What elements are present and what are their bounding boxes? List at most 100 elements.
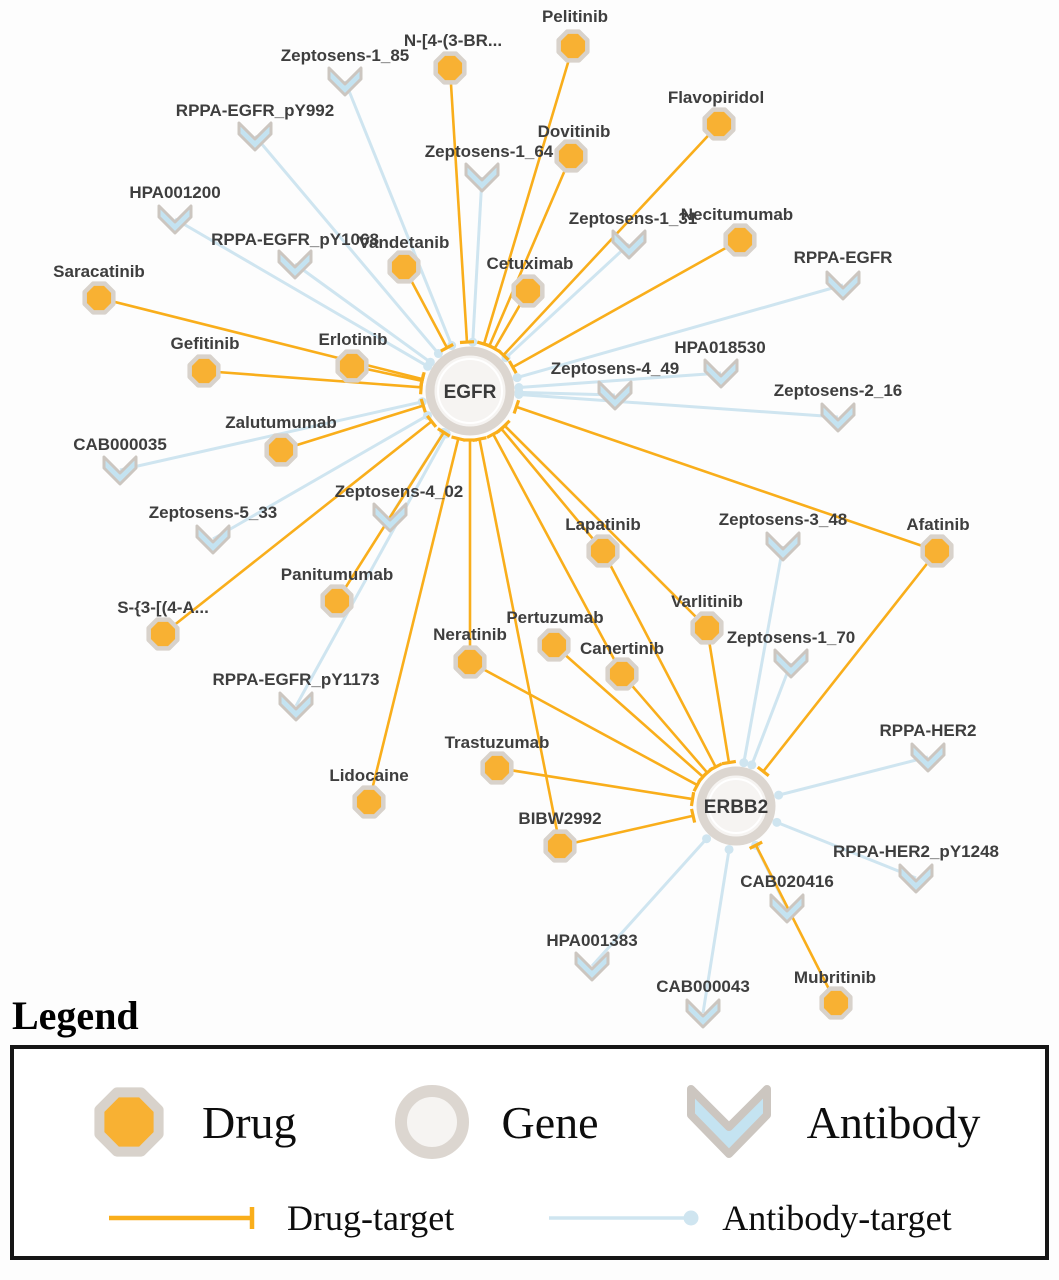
antibody-node-zeptosens_4_49[interactable] xyxy=(597,380,633,411)
node-label-rppa_egfr_py1173: RPPA-EGFR_pY1173 xyxy=(213,670,380,689)
drug-node-gefitinib[interactable] xyxy=(187,354,221,388)
drug-node-lidocaine[interactable] xyxy=(352,785,386,819)
node-label-mubritinib: Mubritinib xyxy=(794,968,876,987)
legend-drug-edge-label: Drug-target xyxy=(287,1198,455,1238)
drug-node-mubritinib[interactable] xyxy=(819,986,853,1020)
antibody-node-hpa018530[interactable] xyxy=(703,358,739,389)
drug-icon xyxy=(84,1077,174,1167)
drug-target-edge-dovitinib xyxy=(482,155,573,351)
antibody-icon xyxy=(679,1080,779,1164)
antibody-target-edge-rppa_egfr xyxy=(512,283,844,383)
node-label-rppa_her2: RPPA-HER2 xyxy=(880,721,977,740)
drug-node-varlitinib[interactable] xyxy=(690,611,724,645)
legend-title: Legend xyxy=(12,993,139,1038)
antibody-node-rppa_egfr_py1173[interactable] xyxy=(278,691,314,722)
drug-target-edge-afatinib xyxy=(756,550,939,778)
legend-drug-label: Drug xyxy=(202,1096,297,1148)
legend-gene-label: Gene xyxy=(501,1096,599,1148)
drug-node-vandetanib[interactable] xyxy=(387,250,421,284)
node-label-zeptosens_1_85: Zeptosens-1_85 xyxy=(281,46,410,65)
antibody-node-rppa_her2_py1248[interactable] xyxy=(898,863,934,894)
gene-node-erbb2[interactable] xyxy=(696,766,776,846)
antibody-node-zeptosens_3_48[interactable] xyxy=(765,531,801,562)
node-label-zalutumumab: Zalutumumab xyxy=(225,413,336,432)
gene-node-egfr[interactable] xyxy=(425,346,515,436)
antibody-node-rppa_her2[interactable] xyxy=(910,742,946,773)
drug-node-neratinib[interactable] xyxy=(453,645,487,679)
node-label-zeptosens_3_48: Zeptosens-3_48 xyxy=(719,510,848,529)
drug-target-edge-canertinib xyxy=(621,673,714,779)
drug-node-zalutumumab[interactable] xyxy=(264,433,298,467)
legend-box: Drug Gene Antibody Drug-target xyxy=(10,1045,1049,1260)
drug-node-pelitinib[interactable] xyxy=(556,29,590,63)
drug-node-canertinib[interactable] xyxy=(605,657,639,691)
edges-layer xyxy=(98,45,939,1014)
drug-node-panitumumab[interactable] xyxy=(320,584,354,618)
node-label-afatinib: Afatinib xyxy=(906,515,969,534)
drug-target-edge-bibw2992 xyxy=(472,436,562,847)
node-label-cab000043: CAB000043 xyxy=(656,977,750,996)
antibody-target-edge-rppa_egfr_py992 xyxy=(253,135,443,359)
antibody-node-zeptosens_1_85[interactable] xyxy=(327,66,363,97)
antibody-node-cab020416[interactable] xyxy=(769,893,805,924)
antibody-node-hpa001383[interactable] xyxy=(574,951,610,982)
antibody-node-hpa001200[interactable] xyxy=(157,204,193,235)
antibody-node-cab000043[interactable] xyxy=(685,998,721,1029)
drug-target-edge-afatinib xyxy=(512,399,938,553)
antibody-node-zeptosens_4_02[interactable] xyxy=(372,502,408,533)
node-label-hpa018530: HPA018530 xyxy=(674,338,765,357)
drug-node-trastuzumab[interactable] xyxy=(480,751,514,785)
antibody-target-edge-rppa_her2 xyxy=(774,755,929,800)
drug-node-saracatinib[interactable] xyxy=(82,281,116,315)
drug-node-n4_3br[interactable] xyxy=(433,51,467,85)
drug-target-edge-canertinib xyxy=(486,429,624,675)
node-label-erlotinib: Erlotinib xyxy=(319,330,388,349)
drug-node-erlotinib[interactable] xyxy=(335,349,369,383)
drug-node-necitumumab[interactable] xyxy=(723,223,757,257)
node-label-rppa_egfr: RPPA-EGFR xyxy=(794,248,893,267)
node-label-trastuzumab: Trastuzumab xyxy=(445,733,550,752)
antibody-target-edge-rppa_her2_py1248 xyxy=(772,817,917,880)
node-label-s3_4a: S-{3-[(4-A... xyxy=(117,598,209,617)
node-label-hpa001383: HPA001383 xyxy=(546,931,637,950)
antibody-target-edge-cab000043 xyxy=(701,844,734,1014)
drug-node-dovitinib[interactable] xyxy=(554,139,588,173)
node-label-pertuzumab: Pertuzumab xyxy=(506,608,603,627)
antibody-target-edge-zeptosens_1_70 xyxy=(747,662,793,770)
drug-node-flavopiridol[interactable] xyxy=(702,107,736,141)
antibody-node-cab000035[interactable] xyxy=(102,455,138,486)
antibody-node-rppa_egfr_py992[interactable] xyxy=(237,121,273,152)
node-label-cetuximab: Cetuximab xyxy=(487,254,574,273)
node-label-necitumumab: Necitumumab xyxy=(681,205,793,224)
antibody-node-zeptosens_2_16[interactable] xyxy=(820,402,856,433)
node-label-zeptosens_1_70: Zeptosens-1_70 xyxy=(727,628,856,647)
node-label-zeptosens_2_16: Zeptosens-2_16 xyxy=(774,381,903,400)
drug-target-edge-pertuzumab xyxy=(553,644,709,784)
antibody-node-zeptosens_1_31[interactable] xyxy=(611,229,647,260)
drug-node-cetuximab[interactable] xyxy=(511,274,545,308)
node-label-flavopiridol: Flavopiridol xyxy=(668,88,764,107)
node-label-zeptosens_4_02: Zeptosens-4_02 xyxy=(335,482,464,501)
node-label-zeptosens_1_64: Zeptosens-1_64 xyxy=(425,142,554,161)
antibody-node-zeptosens_5_33[interactable] xyxy=(195,524,231,555)
antibody-node-zeptosens_1_70[interactable] xyxy=(773,648,809,679)
drug-node-afatinib[interactable] xyxy=(920,534,954,568)
drug-target-edge-lidocaine xyxy=(367,435,466,803)
node-label-erbb2: ERBB2 xyxy=(704,797,768,818)
drug-node-pertuzumab[interactable] xyxy=(537,628,571,662)
antibody-target-edge-icon xyxy=(544,1201,704,1235)
node-label-zeptosens_1_31: Zeptosens-1_31 xyxy=(569,209,698,228)
drug-node-s3_4a[interactable] xyxy=(146,617,180,651)
drug-target-edge-varlitinib xyxy=(705,627,737,766)
drug-target-edge-n4_3br xyxy=(448,67,475,345)
antibody-node-zeptosens_1_64[interactable] xyxy=(464,162,500,193)
node-label-cab000035: CAB000035 xyxy=(73,435,167,454)
antibody-node-rppa_egfr[interactable] xyxy=(825,270,861,301)
drug-node-lapatinib[interactable] xyxy=(586,534,620,568)
drug-node-bibw2992[interactable] xyxy=(543,829,577,863)
node-label-zeptosens_4_49: Zeptosens-4_49 xyxy=(551,359,680,378)
node-label-dovitinib: Dovitinib xyxy=(538,122,611,141)
node-label-saracatinib: Saracatinib xyxy=(53,262,145,281)
node-label-canertinib: Canertinib xyxy=(580,639,664,658)
antibody-node-rppa_egfr_py1068[interactable] xyxy=(277,249,313,280)
